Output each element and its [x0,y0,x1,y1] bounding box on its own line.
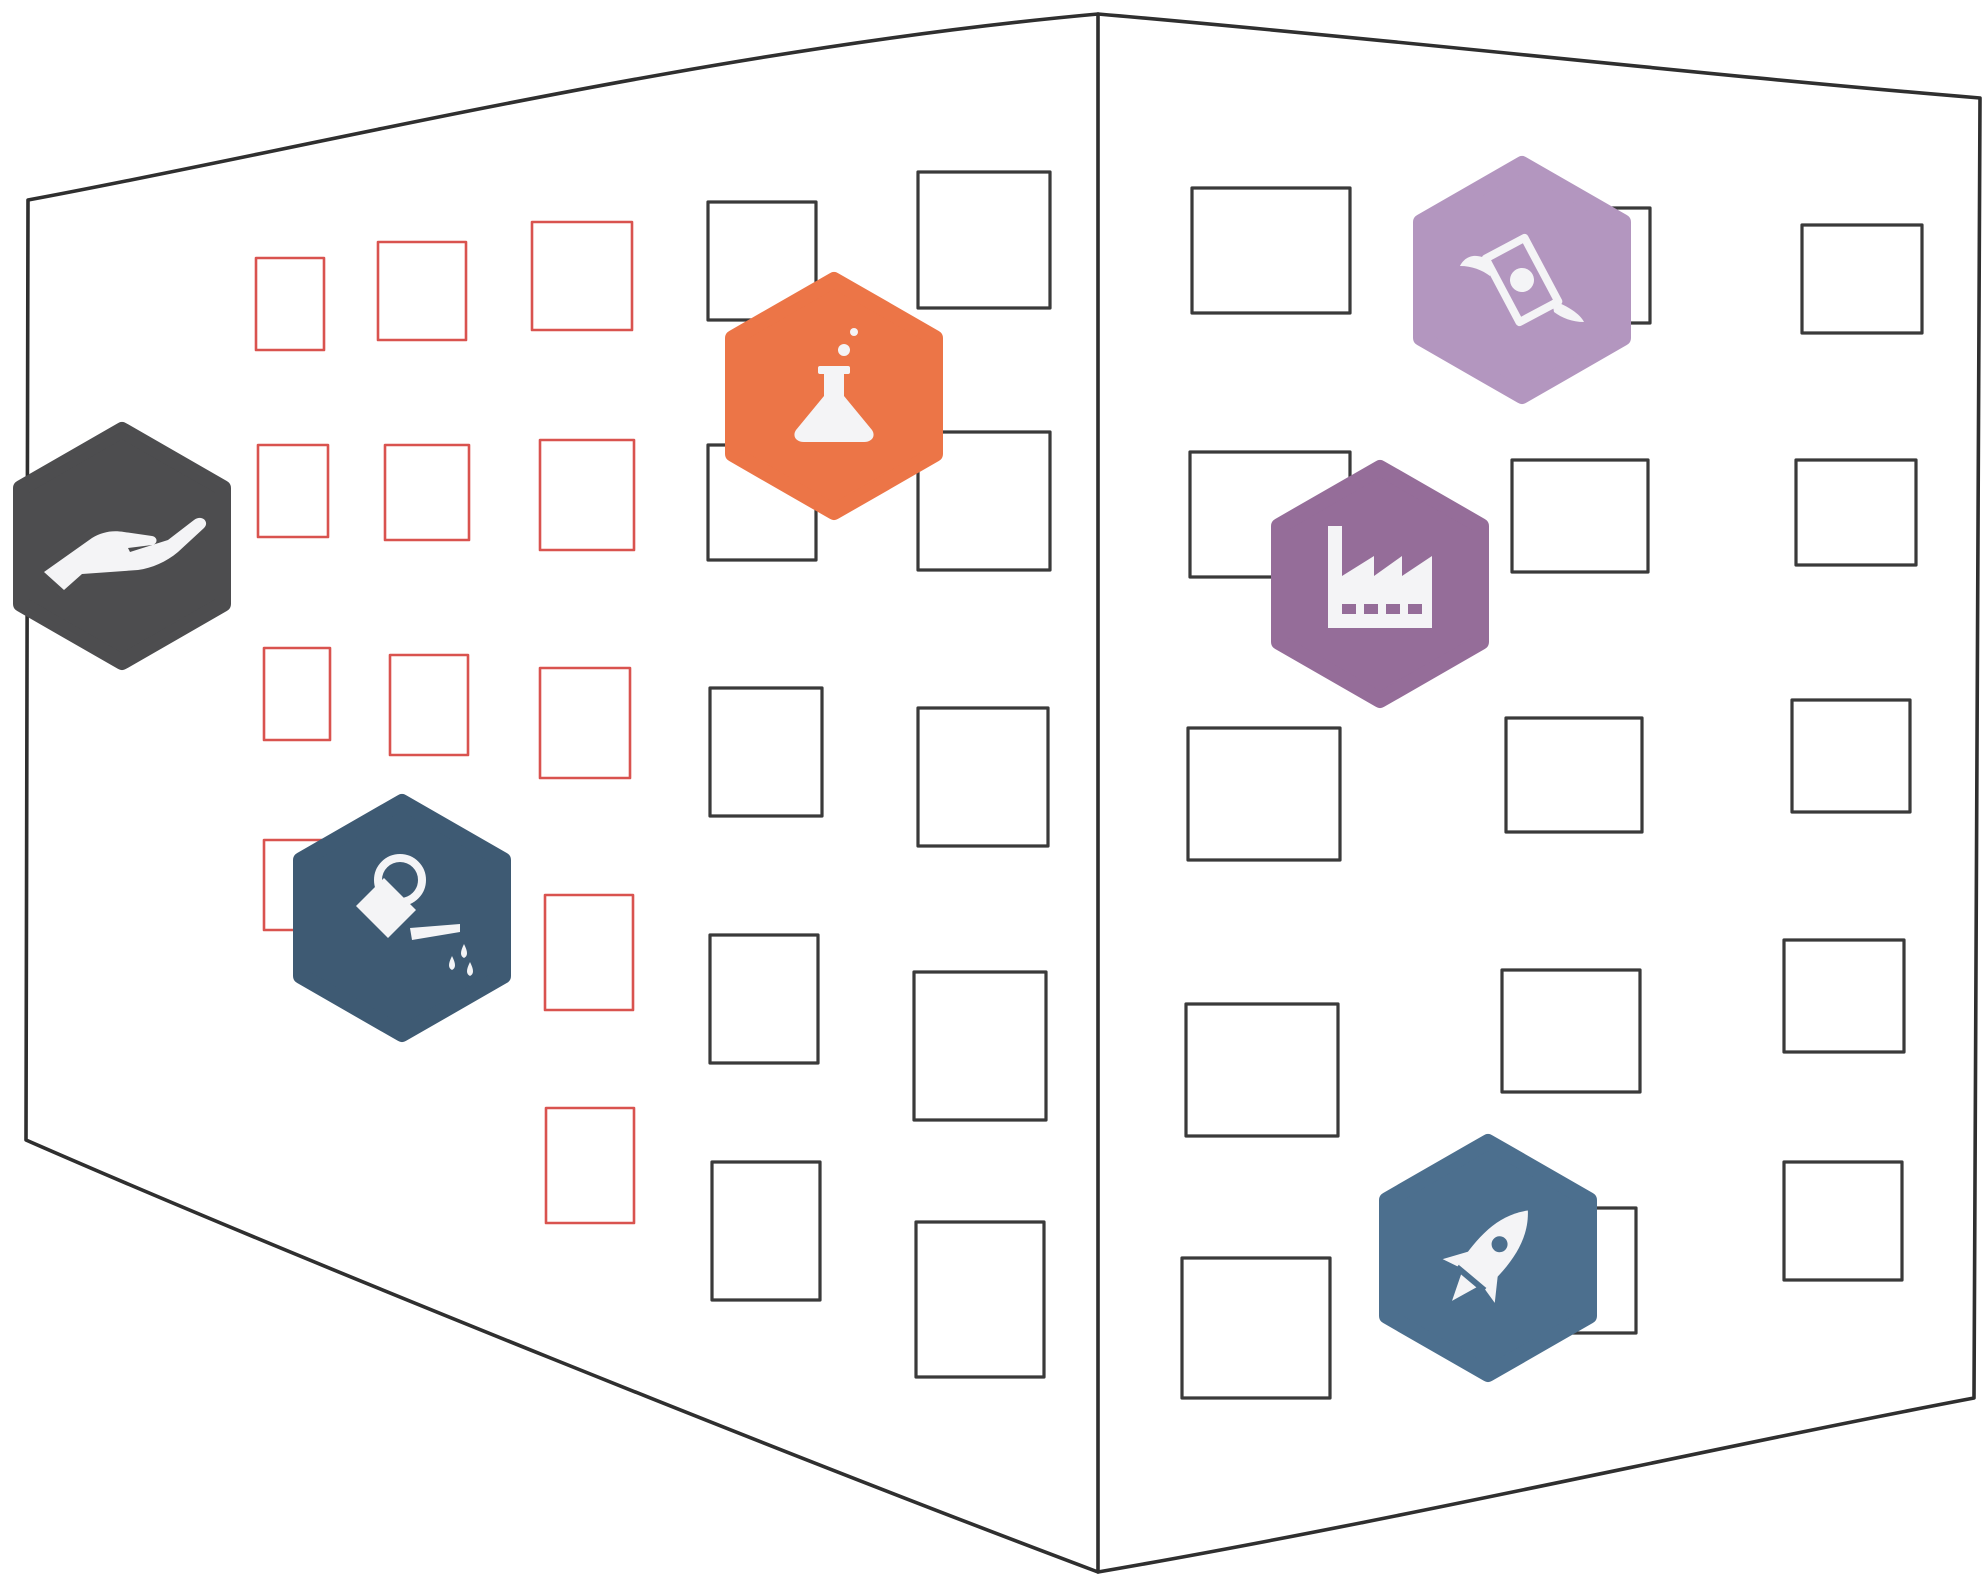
window [1186,726,1342,862]
lab-flask-icon[interactable] [725,272,943,520]
window [1504,716,1644,834]
watering-can-icon[interactable] [293,794,511,1042]
window [1180,1256,1332,1400]
window [916,706,1050,848]
window-red [388,653,470,757]
building-right-wall [1096,12,1982,1574]
window [1790,698,1912,814]
window [708,933,820,1065]
window [912,970,1048,1122]
factory-icon[interactable] [1271,460,1489,708]
window [1190,186,1352,315]
window-red [256,443,330,539]
window [916,430,1052,572]
flying-money-icon[interactable] [1413,156,1631,404]
window [1782,938,1906,1054]
window [1794,458,1918,567]
window [708,686,824,818]
window-red [530,220,634,332]
window-red [262,646,332,742]
window-red [376,240,468,342]
highlighted-windows [254,220,636,1225]
window [1184,1002,1340,1138]
rocket-icon[interactable] [1379,1134,1597,1382]
window-red [254,256,326,352]
window-red [543,893,635,1012]
window [710,1160,822,1302]
window [1510,458,1650,574]
window-red [538,438,636,552]
window-red [544,1106,636,1225]
window [1800,223,1924,335]
window [916,170,1052,310]
window [914,1220,1046,1379]
giving-hand-icon[interactable] [13,422,231,670]
window-red [538,666,632,780]
window [1500,968,1642,1094]
window [1782,1160,1904,1282]
window-red [383,443,471,542]
building-left-wall [24,12,1100,1574]
right-face-windows [1180,186,1924,1400]
